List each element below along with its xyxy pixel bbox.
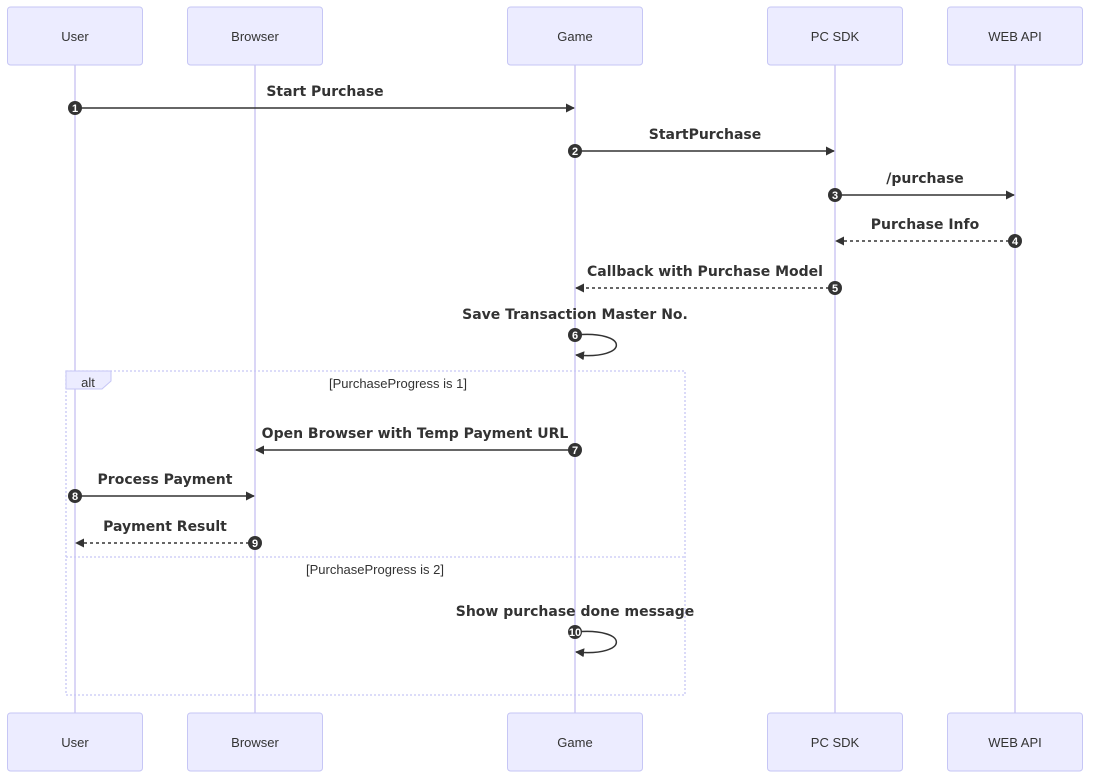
message-2: StartPurchase 2 bbox=[568, 127, 835, 158]
message-4: Purchase Info 4 bbox=[835, 217, 1022, 248]
sequence-number-badge bbox=[568, 443, 582, 457]
actor-browser-top: Browser bbox=[187, 6, 323, 66]
actor-label: Browser bbox=[231, 29, 279, 44]
actor-label: WEB API bbox=[988, 735, 1041, 750]
actor-box bbox=[7, 6, 143, 66]
sequence-number-badge bbox=[828, 281, 842, 295]
actor-webapi-bottom: WEB API bbox=[947, 712, 1083, 772]
actor-box bbox=[507, 6, 643, 66]
sequence-number-badge bbox=[68, 489, 82, 503]
actor-label: User bbox=[61, 29, 89, 44]
sequence-number: 8 bbox=[72, 491, 78, 503]
sequence-number-badge bbox=[568, 328, 582, 342]
message-label: Show purchase done message bbox=[456, 604, 694, 620]
sequence-number-badge bbox=[568, 625, 582, 639]
actors-bottom: User Browser Game PC SDK WEB API bbox=[7, 712, 1083, 772]
sequence-number: 1 bbox=[72, 103, 78, 115]
actor-box bbox=[507, 712, 643, 772]
sequence-number: 4 bbox=[1012, 236, 1019, 248]
actor-label: Browser bbox=[231, 735, 279, 750]
sequence-number-badge bbox=[68, 101, 82, 115]
message-10: Show purchase done message 10 bbox=[456, 604, 694, 658]
alt-condition-1: [PurchaseProgress is 1] bbox=[329, 376, 467, 391]
actor-user-bottom: User bbox=[7, 712, 143, 772]
sequence-number: 5 bbox=[832, 283, 838, 295]
actor-box bbox=[767, 6, 903, 66]
message-label: Save Transaction Master No. bbox=[462, 307, 688, 323]
message-1: Start Purchase 1 bbox=[68, 84, 575, 115]
sequence-number-badge bbox=[248, 536, 262, 550]
actors-top: User Browser Game PC SDK WEB API bbox=[7, 6, 1083, 66]
alt-label: alt bbox=[81, 375, 95, 390]
message-label: Open Browser with Temp Payment URL bbox=[262, 426, 569, 442]
message-8: Process Payment 8 bbox=[68, 472, 255, 503]
actor-box bbox=[7, 712, 143, 772]
actor-box bbox=[187, 712, 323, 772]
actor-box bbox=[767, 712, 903, 772]
actor-pcsdk-bottom: PC SDK bbox=[767, 712, 903, 772]
actor-label: User bbox=[61, 735, 89, 750]
message-line bbox=[574, 333, 618, 361]
actor-label: PC SDK bbox=[811, 735, 860, 750]
sequence-number-badge bbox=[828, 188, 842, 202]
actor-box bbox=[187, 6, 323, 66]
actor-game-top: Game bbox=[507, 6, 643, 66]
message-label: /purchase bbox=[886, 171, 964, 187]
sequence-number: 2 bbox=[572, 146, 578, 158]
actor-box bbox=[947, 712, 1083, 772]
actor-webapi-top: WEB API bbox=[947, 6, 1083, 66]
message-label: StartPurchase bbox=[649, 127, 762, 143]
actor-user-top: User bbox=[7, 6, 143, 66]
sequence-number: 6 bbox=[572, 330, 578, 342]
sequence-number-badge bbox=[568, 144, 582, 158]
alt-frame bbox=[65, 370, 686, 696]
alt-fragment: alt [PurchaseProgress is 1] [PurchasePro… bbox=[65, 370, 686, 696]
actor-label: WEB API bbox=[988, 29, 1041, 44]
sequence-number-badge bbox=[1008, 234, 1022, 248]
alt-label-box bbox=[65, 370, 112, 390]
sequence-number: 9 bbox=[252, 538, 258, 550]
actor-pcsdk-top: PC SDK bbox=[767, 6, 903, 66]
alt-condition-2: [PurchaseProgress is 2] bbox=[306, 562, 444, 577]
message-5: Callback with Purchase Model 5 bbox=[575, 264, 842, 295]
message-6: Save Transaction Master No. 6 bbox=[462, 307, 688, 361]
message-line bbox=[574, 630, 618, 658]
actor-label: Game bbox=[557, 29, 592, 44]
sequence-number: 10 bbox=[569, 627, 581, 639]
message-label: Payment Result bbox=[103, 519, 227, 535]
actor-game-bottom: Game bbox=[507, 712, 643, 772]
actor-label: PC SDK bbox=[811, 29, 860, 44]
actor-box bbox=[947, 6, 1083, 66]
message-label: Purchase Info bbox=[871, 217, 980, 233]
actor-label: Game bbox=[557, 735, 592, 750]
sequence-number: 3 bbox=[832, 190, 838, 202]
message-label: Callback with Purchase Model bbox=[587, 264, 823, 280]
message-9: Payment Result 9 bbox=[75, 519, 262, 550]
message-label: Process Payment bbox=[98, 472, 233, 488]
message-label: Start Purchase bbox=[266, 84, 383, 100]
sequence-number: 7 bbox=[572, 445, 578, 457]
actor-browser-bottom: Browser bbox=[187, 712, 323, 772]
lifelines bbox=[74, 65, 1016, 713]
message-3: /purchase 3 bbox=[828, 171, 1015, 202]
